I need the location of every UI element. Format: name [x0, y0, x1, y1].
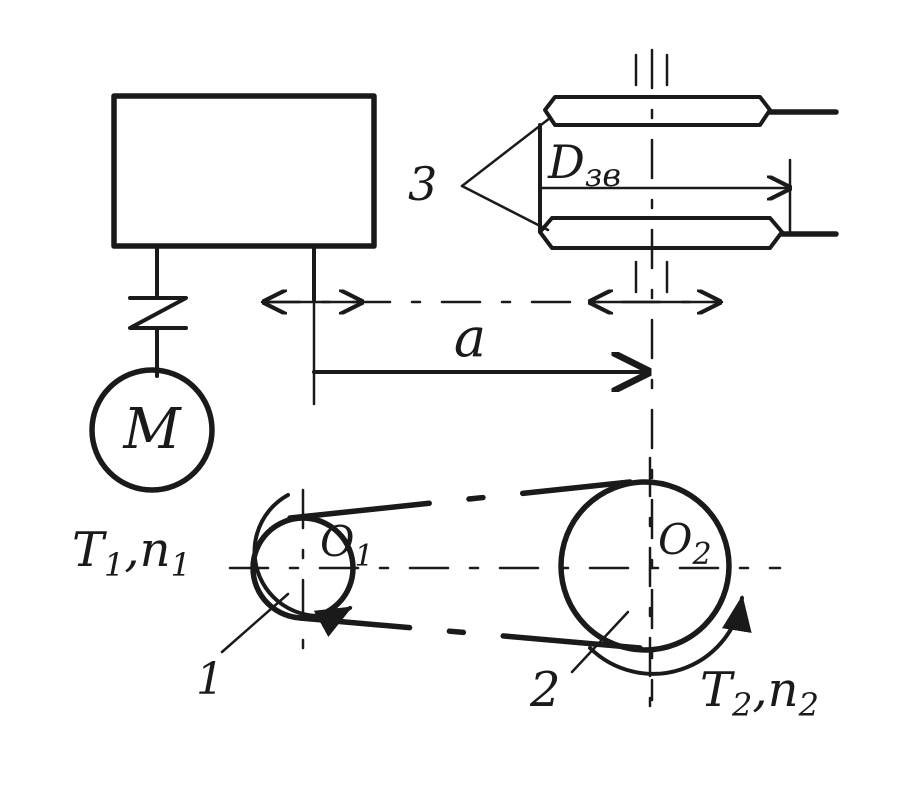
- leader-3-lower: [460, 184, 550, 232]
- diameter-label: Dзв: [547, 135, 621, 194]
- spindle-number-label: 3: [408, 157, 437, 211]
- motor-label: M: [122, 397, 182, 462]
- pulley2-center-label: O2: [658, 515, 712, 572]
- belt-lower-span: [297, 615, 643, 651]
- rotation-arrow-pulley1: [252, 493, 353, 637]
- leader-2: [570, 610, 630, 674]
- tool-upper-edge: [543, 95, 772, 127]
- pulley1-number-label: 1: [196, 654, 224, 705]
- tool-lower-edge: [538, 216, 784, 250]
- input-torque-speed-label: T1,n1: [72, 522, 191, 584]
- pulley-2: [558, 479, 732, 653]
- leader-1: [220, 592, 290, 654]
- gearbox-housing: [111, 93, 377, 249]
- leader-3-upper: [460, 116, 552, 188]
- belt-upper-span: [287, 479, 633, 521]
- center-distance-label: a: [454, 306, 486, 369]
- motor-circle: [89, 367, 215, 493]
- pulley2-number-label: 2: [529, 662, 561, 718]
- output-torque-speed-label: T2,n2: [700, 662, 819, 724]
- coupling-symbol: [128, 296, 188, 330]
- rotation-arrow-pulley2: [588, 595, 752, 676]
- pulley1-center-label: O1: [320, 517, 374, 574]
